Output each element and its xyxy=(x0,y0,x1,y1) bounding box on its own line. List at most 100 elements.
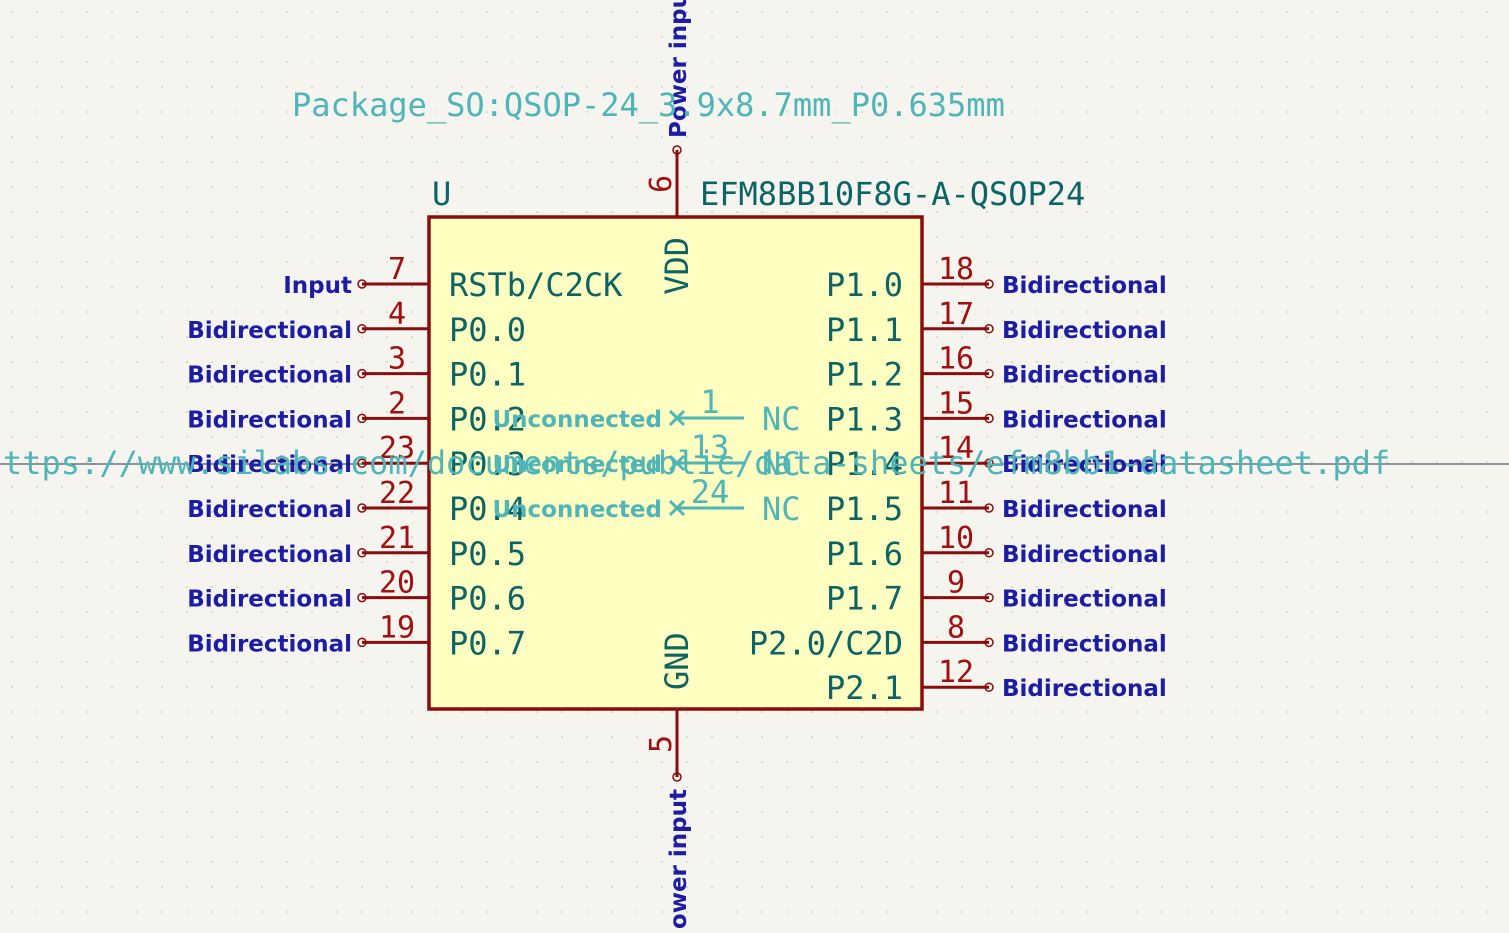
pin-electrical-type: Bidirectional xyxy=(187,318,352,344)
pin-name: VDD xyxy=(658,237,696,295)
pin-name: P0.3 xyxy=(449,445,526,483)
pin-electrical-type: Bidirectional xyxy=(1002,407,1167,433)
pin-electrical-type: Bidirectional xyxy=(187,363,352,389)
pin-electrical-type: Bidirectional xyxy=(187,542,352,568)
pin-connection-point[interactable] xyxy=(984,637,994,648)
footprint-field[interactable]: Package_SO:QSOP-24_3.9x8.7mm_P0.635mm xyxy=(292,86,1005,124)
pin-electrical-type: Bidirectional xyxy=(1002,587,1167,613)
pin-number: 17 xyxy=(938,297,974,332)
pin-name: P1.3 xyxy=(826,400,903,438)
pin-electrical-type: Bidirectional xyxy=(1002,273,1167,299)
pin-name: P0.7 xyxy=(449,624,526,662)
nc-pin-name: NC xyxy=(762,490,801,528)
pin-number: 8 xyxy=(947,610,965,645)
nc-pin-electrical-type: Unconnected xyxy=(492,497,662,523)
reference-field[interactable]: U xyxy=(432,175,451,213)
pin-name: P1.2 xyxy=(826,356,903,394)
pin-number: 15 xyxy=(938,386,974,421)
pin-electrical-type: Bidirectional xyxy=(187,452,352,478)
pin-name: P1.1 xyxy=(826,311,903,349)
pin-number: 14 xyxy=(938,431,974,466)
pin-connection-point[interactable] xyxy=(984,458,994,468)
pin-electrical-type: Bidirectional xyxy=(187,631,352,657)
pin-name: P0.2 xyxy=(449,400,526,438)
nc-pin-electrical-type: Unconnected xyxy=(492,407,662,433)
pin-name: P0.1 xyxy=(449,356,526,394)
pin-connection-point[interactable] xyxy=(984,548,994,558)
pin-number: 10 xyxy=(938,521,974,556)
pin-number: 20 xyxy=(379,566,415,601)
pin-number: 5 xyxy=(644,735,679,753)
pin-connection-point[interactable] xyxy=(984,324,994,334)
pin-connection-point[interactable] xyxy=(672,772,682,782)
pin-number: 4 xyxy=(388,297,406,332)
pin-name: P0.6 xyxy=(449,580,526,618)
pin-connection-point[interactable] xyxy=(984,413,994,424)
nc-pin-number: 13 xyxy=(691,428,730,466)
pin-electrical-type: Bidirectional xyxy=(1002,542,1167,568)
pin-connection-point[interactable] xyxy=(672,145,682,155)
pin-connection-point[interactable] xyxy=(357,503,367,513)
pin-connection-point[interactable] xyxy=(357,279,367,289)
pin-number: 19 xyxy=(379,610,415,645)
pin-connection-point[interactable] xyxy=(984,592,994,603)
pin-number: 16 xyxy=(938,342,974,377)
pin-connection-point[interactable] xyxy=(984,368,994,379)
pin-connection-point[interactable] xyxy=(357,458,367,468)
pin-electrical-type: Bidirectional xyxy=(1002,452,1167,478)
pin-number: 11 xyxy=(938,476,974,511)
pin-name: P0.5 xyxy=(449,535,526,573)
nc-pin-number: 24 xyxy=(691,473,730,511)
pin-name: P1.5 xyxy=(826,490,903,528)
pin-name: P1.7 xyxy=(826,580,903,618)
pin-name: P1.0 xyxy=(826,266,903,304)
pin-connection-point[interactable] xyxy=(984,682,994,692)
pin-name: P2.0/C2D xyxy=(749,624,903,662)
pin-name: P1.4 xyxy=(826,445,903,483)
pin-electrical-type: Bidirectional xyxy=(187,497,352,523)
pin-number: 22 xyxy=(379,476,415,511)
pin-connection-point[interactable] xyxy=(357,637,367,648)
pin-connection-point[interactable] xyxy=(357,368,367,379)
no-connect-x-icon xyxy=(668,454,686,472)
pin-electrical-type: Power input xyxy=(666,0,692,138)
pin-number: 2 xyxy=(388,386,406,421)
pin-electrical-type: Input xyxy=(283,273,352,299)
pin-name: P2.1 xyxy=(826,669,903,707)
nc-pin-electrical-type: Unconnected xyxy=(492,452,662,478)
pin-electrical-type: Bidirectional xyxy=(1002,497,1167,523)
nc-pin-name: NC xyxy=(762,400,801,438)
pin-connection-point[interactable] xyxy=(357,413,367,424)
pin-connection-point[interactable] xyxy=(984,503,994,513)
pin-number: 3 xyxy=(388,342,406,377)
pin-number: 7 xyxy=(388,252,406,287)
no-connect-x-icon xyxy=(668,499,686,517)
pin-number: 9 xyxy=(947,566,965,601)
pin-connection-point[interactable] xyxy=(357,324,367,334)
pin-connection-point[interactable] xyxy=(357,592,367,603)
pin-name: P1.6 xyxy=(826,535,903,573)
pin-number: 18 xyxy=(938,252,974,287)
pin-connection-point[interactable] xyxy=(357,548,367,558)
pin-electrical-type: Bidirectional xyxy=(187,587,352,613)
pin-electrical-type: Bidirectional xyxy=(1002,318,1167,344)
nc-pin-number: 1 xyxy=(700,383,719,421)
pin-electrical-type: Bidirectional xyxy=(1002,676,1167,702)
pin-name: P0.0 xyxy=(449,311,526,349)
value-field[interactable]: EFM8BB10F8G-A-QSOP24 xyxy=(700,175,1085,213)
pin-electrical-type: Bidirectional xyxy=(1002,363,1167,389)
pin-name: P0.4 xyxy=(449,490,526,528)
pin-number: 12 xyxy=(938,655,974,690)
pin-electrical-type: Power input xyxy=(666,789,692,928)
datasheet-field[interactable]: ttps://www.silabs.com/documents/public/d… xyxy=(3,444,1390,482)
pin-connection-point[interactable] xyxy=(984,279,994,289)
pin-number: 21 xyxy=(379,521,415,556)
pin-name: RSTb/C2CK xyxy=(449,266,623,304)
pin-electrical-type: Bidirectional xyxy=(1002,631,1167,657)
pin-name: GND xyxy=(658,632,696,690)
pin-number: 23 xyxy=(379,431,415,466)
pin-electrical-type: Bidirectional xyxy=(187,407,352,433)
pin-number: 6 xyxy=(644,175,679,193)
nc-pin-name: NC xyxy=(762,445,801,483)
